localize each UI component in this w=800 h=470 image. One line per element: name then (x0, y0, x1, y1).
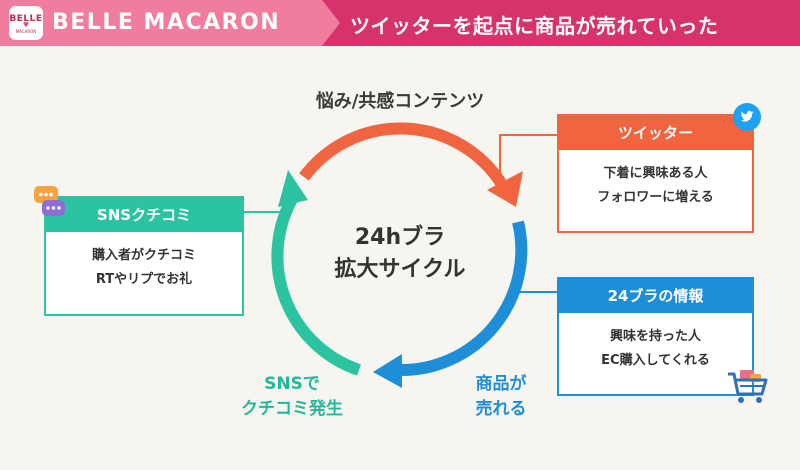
logo-text-top: BELLE (9, 14, 43, 24)
sales-label-line-1: 商品が (475, 374, 527, 394)
sns-label-line-1: SNSで (264, 374, 320, 394)
arc-orange (299, 122, 507, 187)
brand-logo: BELLE ♥ MACARON (9, 6, 43, 40)
sns-label-line-2: クチコミ発生 (241, 399, 343, 419)
cycle-label-sales: 商品が 売れる (456, 372, 546, 422)
sns-card-body: 購入者がクチコミ RTやリプでお礼 (46, 232, 242, 292)
center-line-1: 24hブラ (354, 225, 446, 250)
sns-card: SNSクチコミ 購入者がクチコミ RTやリプでお礼 (44, 196, 244, 316)
bra-info-card: 24ブラの情報 興味を持った人 EC購入してくれる (557, 277, 754, 396)
cycle-label-sns: SNSで クチコミ発生 (232, 372, 352, 422)
arrowhead-green (278, 170, 308, 207)
center-line-2: 拡大サイクル (334, 257, 466, 282)
twitter-card-title: ツイッター (559, 116, 752, 150)
arrowhead-orange (487, 171, 523, 207)
bra-info-card-title: 24ブラの情報 (559, 279, 752, 313)
brand-name: BELLE MACARON (52, 10, 281, 35)
sns-card-line-2: RTやリプでお礼 (95, 272, 193, 287)
brand-arrow-shape (322, 0, 340, 46)
twitter-card: ツイッター 下着に興味ある人 フォロワーに増える (557, 114, 754, 233)
arc-blue (398, 220, 528, 377)
bra-info-card-line-1: 興味を持った人 (609, 329, 701, 344)
twitter-card-line-1: 下着に興味ある人 (603, 166, 708, 181)
twitter-bird-icon (733, 103, 761, 131)
bra-info-card-line-2: EC購入してくれる (601, 353, 710, 368)
header-title: ツイッターを起点に商品が売れていった (350, 14, 719, 38)
sns-card-line-1: 購入者がクチコミ (91, 248, 196, 263)
header-bar: BELLE ♥ MACARON BELLE MACARON ツイッターを起点に商… (0, 0, 800, 46)
bra-info-card-body: 興味を持った人 EC購入してくれる (559, 313, 752, 373)
chat-bubbles-icon (32, 184, 68, 220)
arrowhead-blue (373, 354, 402, 388)
brand-panel: BELLE ♥ MACARON BELLE MACARON (0, 0, 322, 46)
heart-icon: ♥ (22, 21, 30, 29)
cycle-center-title: 24hブラ 拡大サイクル (300, 222, 500, 286)
sales-label-line-2: 売れる (475, 399, 527, 419)
twitter-card-body: 下着に興味ある人 フォロワーに増える (559, 150, 752, 210)
sns-card-title: SNSクチコミ (46, 198, 242, 232)
arc-green (271, 196, 361, 376)
twitter-card-line-2: フォロワーに増える (597, 190, 714, 205)
logo-text-bottom: MACARON (15, 29, 37, 34)
cycle-top-label: 悩み/共感コンテンツ (315, 91, 485, 112)
shopping-cart-icon (726, 366, 770, 406)
